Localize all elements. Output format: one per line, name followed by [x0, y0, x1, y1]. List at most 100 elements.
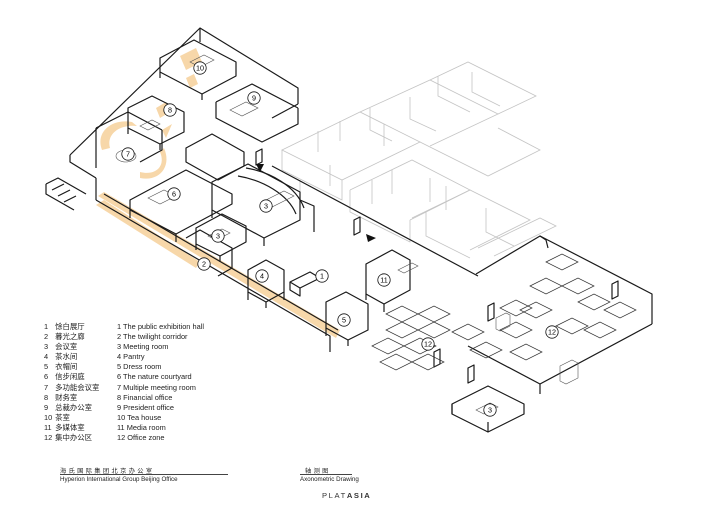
room-marker: 2 [197, 257, 211, 271]
room-marker-circle [483, 403, 497, 417]
drawing-title-en: Axonometric Drawing [300, 476, 359, 483]
legend-label-en: 4 Pantry [117, 352, 145, 362]
legend-number: 2 [44, 332, 49, 342]
legend-label-en: 9 President office [117, 402, 174, 412]
room-marker-circle [377, 273, 391, 287]
legend-number: 11 [44, 422, 52, 432]
brand-part1: PLAT [322, 491, 347, 500]
legend-label-cn: 总裁办公室 [55, 402, 93, 412]
room-marker-label: 5 [342, 316, 346, 325]
room-marker: 3 [483, 403, 497, 417]
entrance-arrows [256, 164, 376, 242]
legend-label-en: 5 Dress room [117, 362, 162, 372]
legend-row-cn: 3 会议室 [44, 342, 99, 352]
legend-row-cn: 1 馀白展厅 [44, 322, 99, 332]
room-marker-label: 9 [252, 94, 256, 103]
room-marker: 8 [163, 103, 177, 117]
room-marker-label: 4 [260, 272, 264, 281]
room-marker: 7 [121, 147, 135, 161]
room-marker-label: 3 [216, 232, 220, 241]
legend-row-cn: 6 信步闲庭 [44, 372, 99, 382]
legend-row-cn: 8 财务室 [44, 393, 99, 403]
legend-number: 8 [44, 392, 49, 402]
room-marker-circle [211, 229, 225, 243]
room-marker-label: 7 [126, 150, 130, 159]
room-marker-circle [337, 313, 351, 327]
legend-row-cn: 7 多功能会议室 [44, 383, 99, 393]
legend-label-en: 12 Office zone [117, 433, 165, 443]
legend-label-cn: 集中办公区 [55, 433, 93, 443]
drawing-title-cn: 轴测图 [305, 468, 331, 475]
project-title-en: Hyperion International Group Beijing Off… [60, 476, 178, 483]
room-marker-label: 10 [196, 64, 204, 73]
room-marker-circle [255, 269, 269, 283]
legend-label-cn: 暮光之廊 [55, 332, 85, 342]
room-marker: 11 [377, 273, 391, 287]
room-marker-circle [163, 103, 177, 117]
room-marker: 6 [167, 187, 181, 201]
legend-label-cn: 会议室 [55, 342, 78, 352]
legend-row-cn: 11 多媒体室 [44, 423, 99, 433]
drawing-title-rule [300, 474, 352, 475]
room-marker-label: 1 [320, 272, 324, 281]
room-marker-circle [193, 61, 207, 75]
legend-label-cn: 信步闲庭 [55, 372, 85, 382]
room-marker-circle [259, 199, 273, 213]
room-marker: 5 [337, 313, 351, 327]
legend-label-en: 8 Financial office [117, 392, 173, 402]
legend-label-cn: 衣帽间 [55, 362, 78, 372]
room-marker: 1 [315, 269, 329, 283]
brand-logo: PLATASIA [322, 491, 371, 500]
brand-part2: ASIA [346, 491, 372, 500]
room-marker-circle [545, 325, 559, 339]
room-marker: 3 [259, 199, 273, 213]
legend-label-cn: 茶水间 [55, 352, 78, 362]
legend-label-cn: 多功能会议室 [55, 382, 100, 392]
legend-number: 9 [44, 402, 49, 412]
room-marker-label: 6 [172, 190, 176, 199]
room-marker-label: 3 [488, 406, 492, 415]
legend-label-cn: 多媒体室 [55, 422, 85, 432]
legend-number: 6 [44, 372, 49, 382]
legend-number: 10 [44, 412, 53, 422]
corridor-highlight [96, 48, 340, 338]
room-marker-circle [197, 257, 211, 271]
room-marker-circle [315, 269, 329, 283]
legend-label-en: 3 Meeting room [117, 342, 169, 352]
legend-label-cn: 财务室 [55, 392, 78, 402]
legend-label-en: 11 Media room [117, 422, 166, 432]
room-marker-label: 12 [548, 328, 556, 337]
room-marker: 4 [255, 269, 269, 283]
room-marker-label: 3 [264, 202, 268, 211]
legend-label-en: 6 The nature courtyard [117, 372, 192, 382]
legend-label-en: 10 Tea house [117, 412, 162, 422]
ghost-rooms [281, 61, 557, 259]
legend-row-cn: 10 茶室 [44, 413, 99, 423]
room-marker-circle [121, 147, 135, 161]
room-marker: 9 [247, 91, 261, 105]
legend-number: 7 [44, 382, 49, 392]
room-marker: 3 [211, 229, 225, 243]
room-marker-circle [421, 337, 435, 351]
room-marker-label: 2 [202, 260, 206, 269]
legend-row-cn: 12 集中办公区 [44, 433, 99, 443]
legend-number: 4 [44, 352, 49, 362]
project-title-cn: 海氏国际集团北京办公室 [60, 468, 155, 475]
room-marker-circle [247, 91, 261, 105]
room-marker: 12 [421, 337, 435, 351]
legend-label-cn: 茶室 [55, 412, 70, 422]
legend-row-cn: 9 总裁办公室 [44, 403, 99, 413]
legend-label-en: 7 Multiple meeting room [117, 382, 196, 392]
room-marker-circle [167, 187, 181, 201]
entrance-arrow-icon [366, 234, 376, 242]
legend-label-en: 2 The twilight corridor [117, 332, 188, 342]
legend-number: 12 [44, 433, 53, 443]
legend-number: 1 [44, 322, 49, 331]
legend-row-cn: 4 茶水间 [44, 352, 99, 362]
legend-row-cn: 2 暮光之廊 [44, 332, 99, 342]
entrance-arrow-icon [256, 164, 264, 172]
room-marker: 10 [193, 61, 207, 75]
walls [45, 27, 653, 433]
